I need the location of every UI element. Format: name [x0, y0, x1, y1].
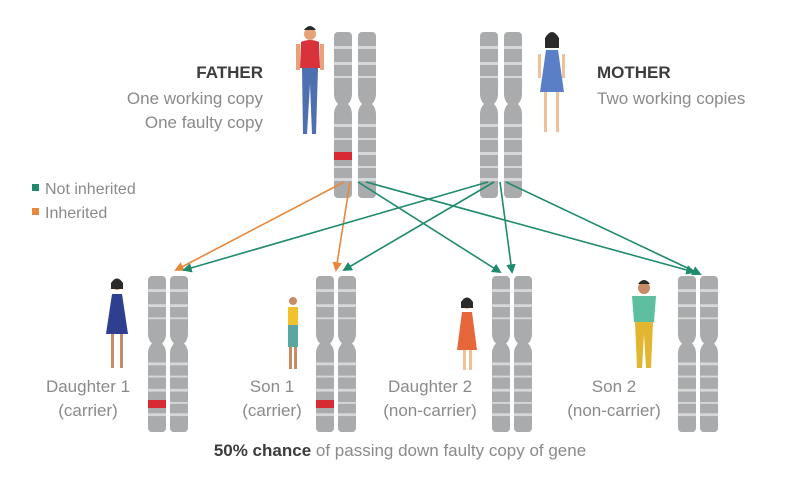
father-chromosomes [334, 32, 376, 198]
father-line1: One working copy [126, 89, 263, 108]
arrow-not-inherited [499, 181, 516, 274]
arrow-not-inherited [342, 181, 495, 271]
arrow-not-inherited [505, 181, 702, 276]
daughter1-figure-icon [106, 278, 128, 368]
legend-not-inherited: Not inherited [32, 180, 136, 200]
arrow-not-inherited [365, 181, 696, 275]
caption-bold: 50% chance [213, 441, 312, 460]
caption-rest: of passing down faulty copy of gene [311, 441, 587, 460]
child-status: (non-carrier) [567, 401, 661, 420]
father-heading: FATHER [196, 63, 263, 82]
faulty-gene-marker [148, 400, 166, 408]
son1-chromosomes [316, 276, 356, 433]
child-name: Son 1 [249, 377, 295, 396]
son2-chromosomes [678, 276, 718, 433]
inheritance-arrows [174, 181, 702, 276]
son2-figure-icon [632, 280, 656, 368]
mother-heading: MOTHER [597, 63, 671, 82]
faulty-gene-marker [334, 152, 352, 160]
legend-inherited: Inherited [32, 204, 107, 224]
daughter2-figure-icon [457, 297, 477, 370]
legend-swatch-not-inherited [32, 184, 39, 192]
child-status: (carrier) [58, 401, 118, 420]
daughter1-chromosomes [148, 276, 188, 433]
daughter2-chromosomes [492, 276, 532, 433]
child-name: Daughter 1 [45, 377, 131, 396]
son1-figure-icon [288, 297, 298, 369]
child-status: (non-carrier) [383, 401, 477, 420]
mother-figure-icon [538, 32, 565, 132]
father-figure-icon [296, 26, 324, 134]
child-name: Daughter 2 [387, 377, 473, 396]
father-line2: One faulty copy [144, 113, 263, 132]
arrow-not-inherited [182, 181, 489, 273]
caption: 50% chance of passing down faulty copy o… [0, 441, 800, 461]
child-name: Son 2 [591, 377, 637, 396]
arrow-inherited [174, 181, 345, 271]
mother-line1: Two working copies [597, 89, 746, 108]
arrow-inherited [332, 181, 351, 272]
arrow-not-inherited [357, 181, 502, 274]
faulty-gene-marker [316, 400, 334, 408]
mother-chromosomes [480, 32, 522, 198]
child-status: (carrier) [242, 401, 302, 420]
legend-swatch-inherited [32, 208, 39, 216]
